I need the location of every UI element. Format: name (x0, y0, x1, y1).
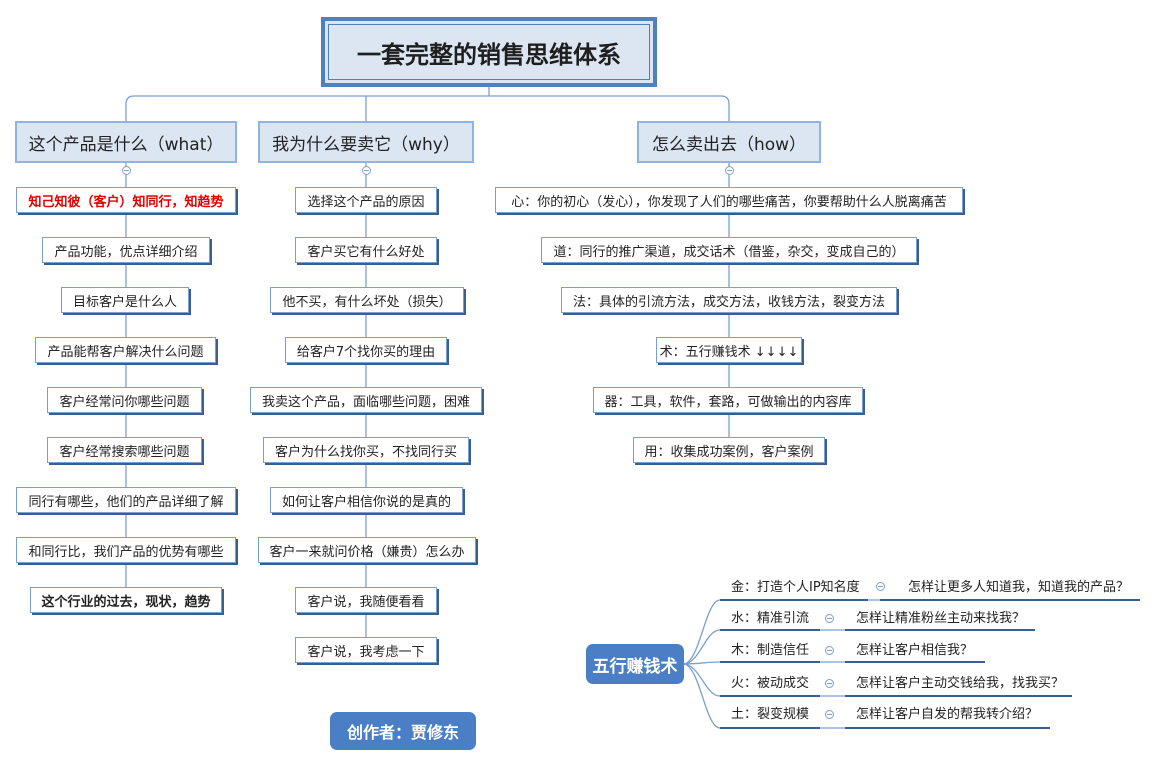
why-item: 客户为什么找你买，不找同行买 (263, 437, 469, 463)
what-item-text: 和同行比，我们产品的优势有哪些 (28, 544, 224, 560)
collapse-icon[interactable] (725, 166, 734, 175)
wuxing-question: 怎样让客户自发的帮我转介绍？ (856, 707, 1039, 722)
collapse-icon[interactable] (825, 679, 834, 688)
why-item: 他不买，有什么坏处（损失） (270, 287, 464, 313)
why-item-text: 客户说，我随便看看 (307, 594, 425, 610)
what-item: 产品功能，优点详细介绍 (42, 237, 210, 263)
what-item: 产品能帮客户解决什么问题 (35, 337, 216, 363)
how-item: 术：五行赚钱术 ↓↓↓↓ (656, 337, 802, 363)
why-item: 我卖这个产品，面临哪些问题，困难 (250, 387, 482, 413)
what-item: 客户经常问你哪些问题 (47, 387, 202, 413)
what-item-text: 这个行业的过去，现状，趋势 (41, 594, 211, 610)
why-item-text: 选择这个产品的原因 (307, 194, 425, 210)
collapse-icon[interactable] (825, 710, 834, 719)
wuxing-label: 木：制造信任 (731, 643, 810, 658)
how-item-text: 用：收集成功案例，客户案例 (644, 444, 814, 460)
wuxing-title-text: 五行赚钱术 (592, 656, 678, 677)
how-item-text: 术：五行赚钱术 ↓↓↓↓ (659, 344, 799, 360)
why-item-text: 客户买它有什么好处 (307, 244, 425, 260)
why-item-text: 客户一来就问价格（嫌贵）怎么办 (269, 544, 465, 560)
root-title: 一套完整的销售思维体系 (321, 17, 657, 87)
author-badge: 创作者：贾修东 (330, 712, 476, 750)
branch-why: 我为什么要卖它（why） (258, 121, 474, 163)
wuxing-label: 土：裂变规模 (731, 707, 810, 722)
why-item: 选择这个产品的原因 (295, 187, 437, 213)
collapse-icon[interactable] (825, 614, 834, 623)
how-item-text: 心：你的初心（发心），你发现了人们的哪些痛苦，你要帮助什么人脱离痛苦 (511, 194, 947, 210)
what-item-text: 同行有哪些，他们的产品详细了解 (28, 494, 224, 510)
how-item: 用：收集成功案例，客户案例 (633, 437, 825, 463)
what-item-text: 产品功能，优点详细介绍 (54, 244, 198, 260)
how-item: 心：你的初心（发心），你发现了人们的哪些痛苦，你要帮助什么人脱离痛苦 (495, 187, 963, 213)
wuxing-label: 火：被动成交 (731, 676, 810, 691)
why-item: 客户说，我考虑一下 (295, 637, 437, 663)
what-item: 目标客户是什么人 (61, 287, 189, 313)
wuxing-question: 怎样让更多人知道我，知道我的产品？ (908, 580, 1130, 595)
what-item: 知己知彼（客户）知同行，知趋势 (16, 187, 236, 213)
why-item-text: 他不买，有什么坏处（损失） (282, 294, 452, 310)
why-item: 客户说，我随便看看 (295, 587, 437, 613)
wuxing-title: 五行赚钱术 (586, 644, 684, 684)
root-title-text: 一套完整的销售思维体系 (357, 40, 621, 69)
how-item-text: 器：工具，软件，套路，可做输出的内容库 (604, 394, 852, 410)
branch-how: 怎么卖出去（how） (637, 121, 821, 163)
what-item: 和同行比，我们产品的优势有哪些 (16, 537, 236, 563)
branch-why-label: 我为什么要卖它（why） (272, 134, 460, 155)
what-item-text: 知己知彼（客户）知同行，知趋势 (28, 194, 224, 210)
wuxing-question: 怎样让客户相信我？ (856, 643, 974, 658)
why-item-text: 给客户7个找你买的理由 (296, 344, 436, 360)
why-item-text: 客户为什么找你买，不找同行买 (274, 444, 457, 460)
collapse-icon[interactable] (876, 582, 885, 591)
branch-how-label: 怎么卖出去（how） (651, 134, 807, 155)
what-item-text: 客户经常问你哪些问题 (59, 394, 190, 410)
why-item: 客户一来就问价格（嫌贵）怎么办 (258, 537, 476, 563)
what-item-text: 客户经常搜索哪些问题 (59, 444, 190, 460)
wuxing-label: 水：精准引流 (731, 611, 810, 626)
wuxing-question: 怎样让客户主动交钱给我，找我买？ (856, 676, 1065, 691)
what-item-text: 目标客户是什么人 (72, 294, 177, 310)
branch-what-label: 这个产品是什么（what） (28, 134, 224, 155)
why-item-text: 我卖这个产品，面临哪些问题，困难 (261, 394, 470, 410)
why-item-text: 如何让客户相信你说的是真的 (281, 494, 451, 510)
what-item: 客户经常搜索哪些问题 (47, 437, 202, 463)
how-item: 道：同行的推广渠道，成交话术（借鉴，杂交，变成自己的） (541, 237, 917, 263)
how-item-text: 法：具体的引流方法，成交方法，收钱方法，裂变方法 (572, 294, 885, 310)
why-item-text: 客户说，我考虑一下 (307, 644, 425, 660)
why-item: 如何让客户相信你说的是真的 (270, 487, 463, 513)
wuxing-label: 金：打造个人IP知名度 (731, 580, 860, 595)
what-item: 这个行业的过去，现状，趋势 (30, 587, 222, 613)
branch-what: 这个产品是什么（what） (15, 121, 237, 163)
wuxing-question: 怎样让精准粉丝主动来找我？ (856, 611, 1026, 626)
author-text: 创作者：贾修东 (346, 723, 459, 742)
what-item-text: 产品能帮客户解决什么问题 (47, 344, 204, 360)
why-item: 给客户7个找你买的理由 (285, 337, 447, 363)
why-item: 客户买它有什么好处 (295, 237, 437, 263)
collapse-icon[interactable] (825, 646, 834, 655)
how-item: 器：工具，软件，套路，可做输出的内容库 (593, 387, 863, 413)
collapse-icon[interactable] (362, 166, 371, 175)
what-item: 同行有哪些，他们的产品详细了解 (16, 487, 236, 513)
collapse-icon[interactable] (122, 166, 131, 175)
how-item: 法：具体的引流方法，成交方法，收钱方法，裂变方法 (561, 287, 897, 313)
how-item-text: 道：同行的推广渠道，成交话术（借鉴，杂交，变成自己的） (553, 244, 905, 260)
